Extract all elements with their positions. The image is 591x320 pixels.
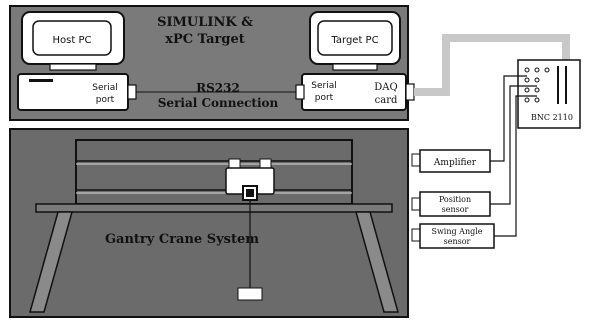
- gantry-crane-title: Gantry Crane System: [105, 232, 259, 247]
- swing-angle-sensor-line2: sensor: [444, 237, 471, 246]
- host-pc-stand: [49, 63, 97, 71]
- host-pc-inner: [32, 20, 112, 56]
- position-sensor-block: Position sensor: [411, 191, 491, 217]
- top-panel: SIMULINK & xPC Target Host PC Serial por…: [9, 5, 415, 121]
- swing-angle-sensor-line1: Swing Angle: [431, 227, 482, 236]
- serial-port-left-line2: port: [96, 95, 115, 105]
- swing-angle-sensor-connector: [411, 228, 421, 242]
- trolley: [225, 158, 275, 201]
- amplifier-connector: [411, 153, 421, 167]
- signal-wires: [490, 75, 537, 237]
- position-sensor-line2: sensor: [442, 205, 469, 214]
- position-sensor-box: [419, 191, 491, 217]
- position-sensor-line1: Position: [439, 195, 471, 204]
- amplifier-block: Amplifier: [411, 149, 491, 173]
- target-pc-label: Target PC: [330, 35, 378, 46]
- serial-port-right-connector: [295, 84, 305, 100]
- rs232-label-line1: RS232: [196, 81, 240, 95]
- target-pc-base: Serial port DAQ card: [295, 73, 415, 111]
- daq-card-connector: [405, 83, 415, 101]
- rs232-label-line2: Serial Connection: [158, 96, 279, 110]
- gantry-left-leg: [29, 211, 73, 313]
- gantry-cross-beam: [35, 203, 393, 213]
- amplifier-wire: [490, 75, 527, 162]
- target-pc-monitor: Target PC: [309, 11, 401, 71]
- serial-port-right-line2: port: [315, 93, 334, 103]
- system-title-line2: xPC Target: [165, 32, 244, 47]
- target-pc-inner: [317, 20, 393, 56]
- bnc-connectors: [524, 67, 550, 103]
- daq-card-line1: DAQ: [374, 82, 397, 93]
- daq-card-line2: card: [375, 95, 398, 106]
- serial-port-left-connector: [127, 84, 137, 100]
- host-pc-drive-slot: [29, 79, 53, 82]
- bnc-board: BNC 2110: [517, 59, 581, 129]
- serial-port-left-line1: Serial: [92, 83, 117, 93]
- host-pc-label: Host PC: [53, 35, 92, 46]
- bnc-board-label: BNC 2110: [531, 113, 573, 122]
- host-pc-base: Serial port: [17, 73, 137, 111]
- target-pc-stand: [332, 63, 378, 71]
- swing-angle-sensor-block: Swing Angle sensor: [411, 223, 495, 249]
- system-title-line1: SIMULINK &: [157, 15, 253, 30]
- position-sensor-connector: [411, 197, 421, 211]
- host-pc-monitor: Host PC: [21, 11, 125, 71]
- serial-port-right-line1: Serial: [311, 81, 336, 91]
- bottom-panel: Gantry Crane System: [9, 128, 409, 318]
- crane-payload: [237, 287, 263, 301]
- bottom-panel-background: [9, 128, 409, 318]
- swing-angle-sensor-box: [419, 223, 495, 249]
- gantry-right-leg: [355, 211, 399, 313]
- position-sensor-wire: [490, 85, 537, 205]
- swing-angle-sensor-wire: [494, 95, 537, 237]
- daq-cable: [414, 34, 570, 96]
- amplifier-label: Amplifier: [433, 158, 477, 168]
- trolley-hoist-core: [246, 189, 254, 197]
